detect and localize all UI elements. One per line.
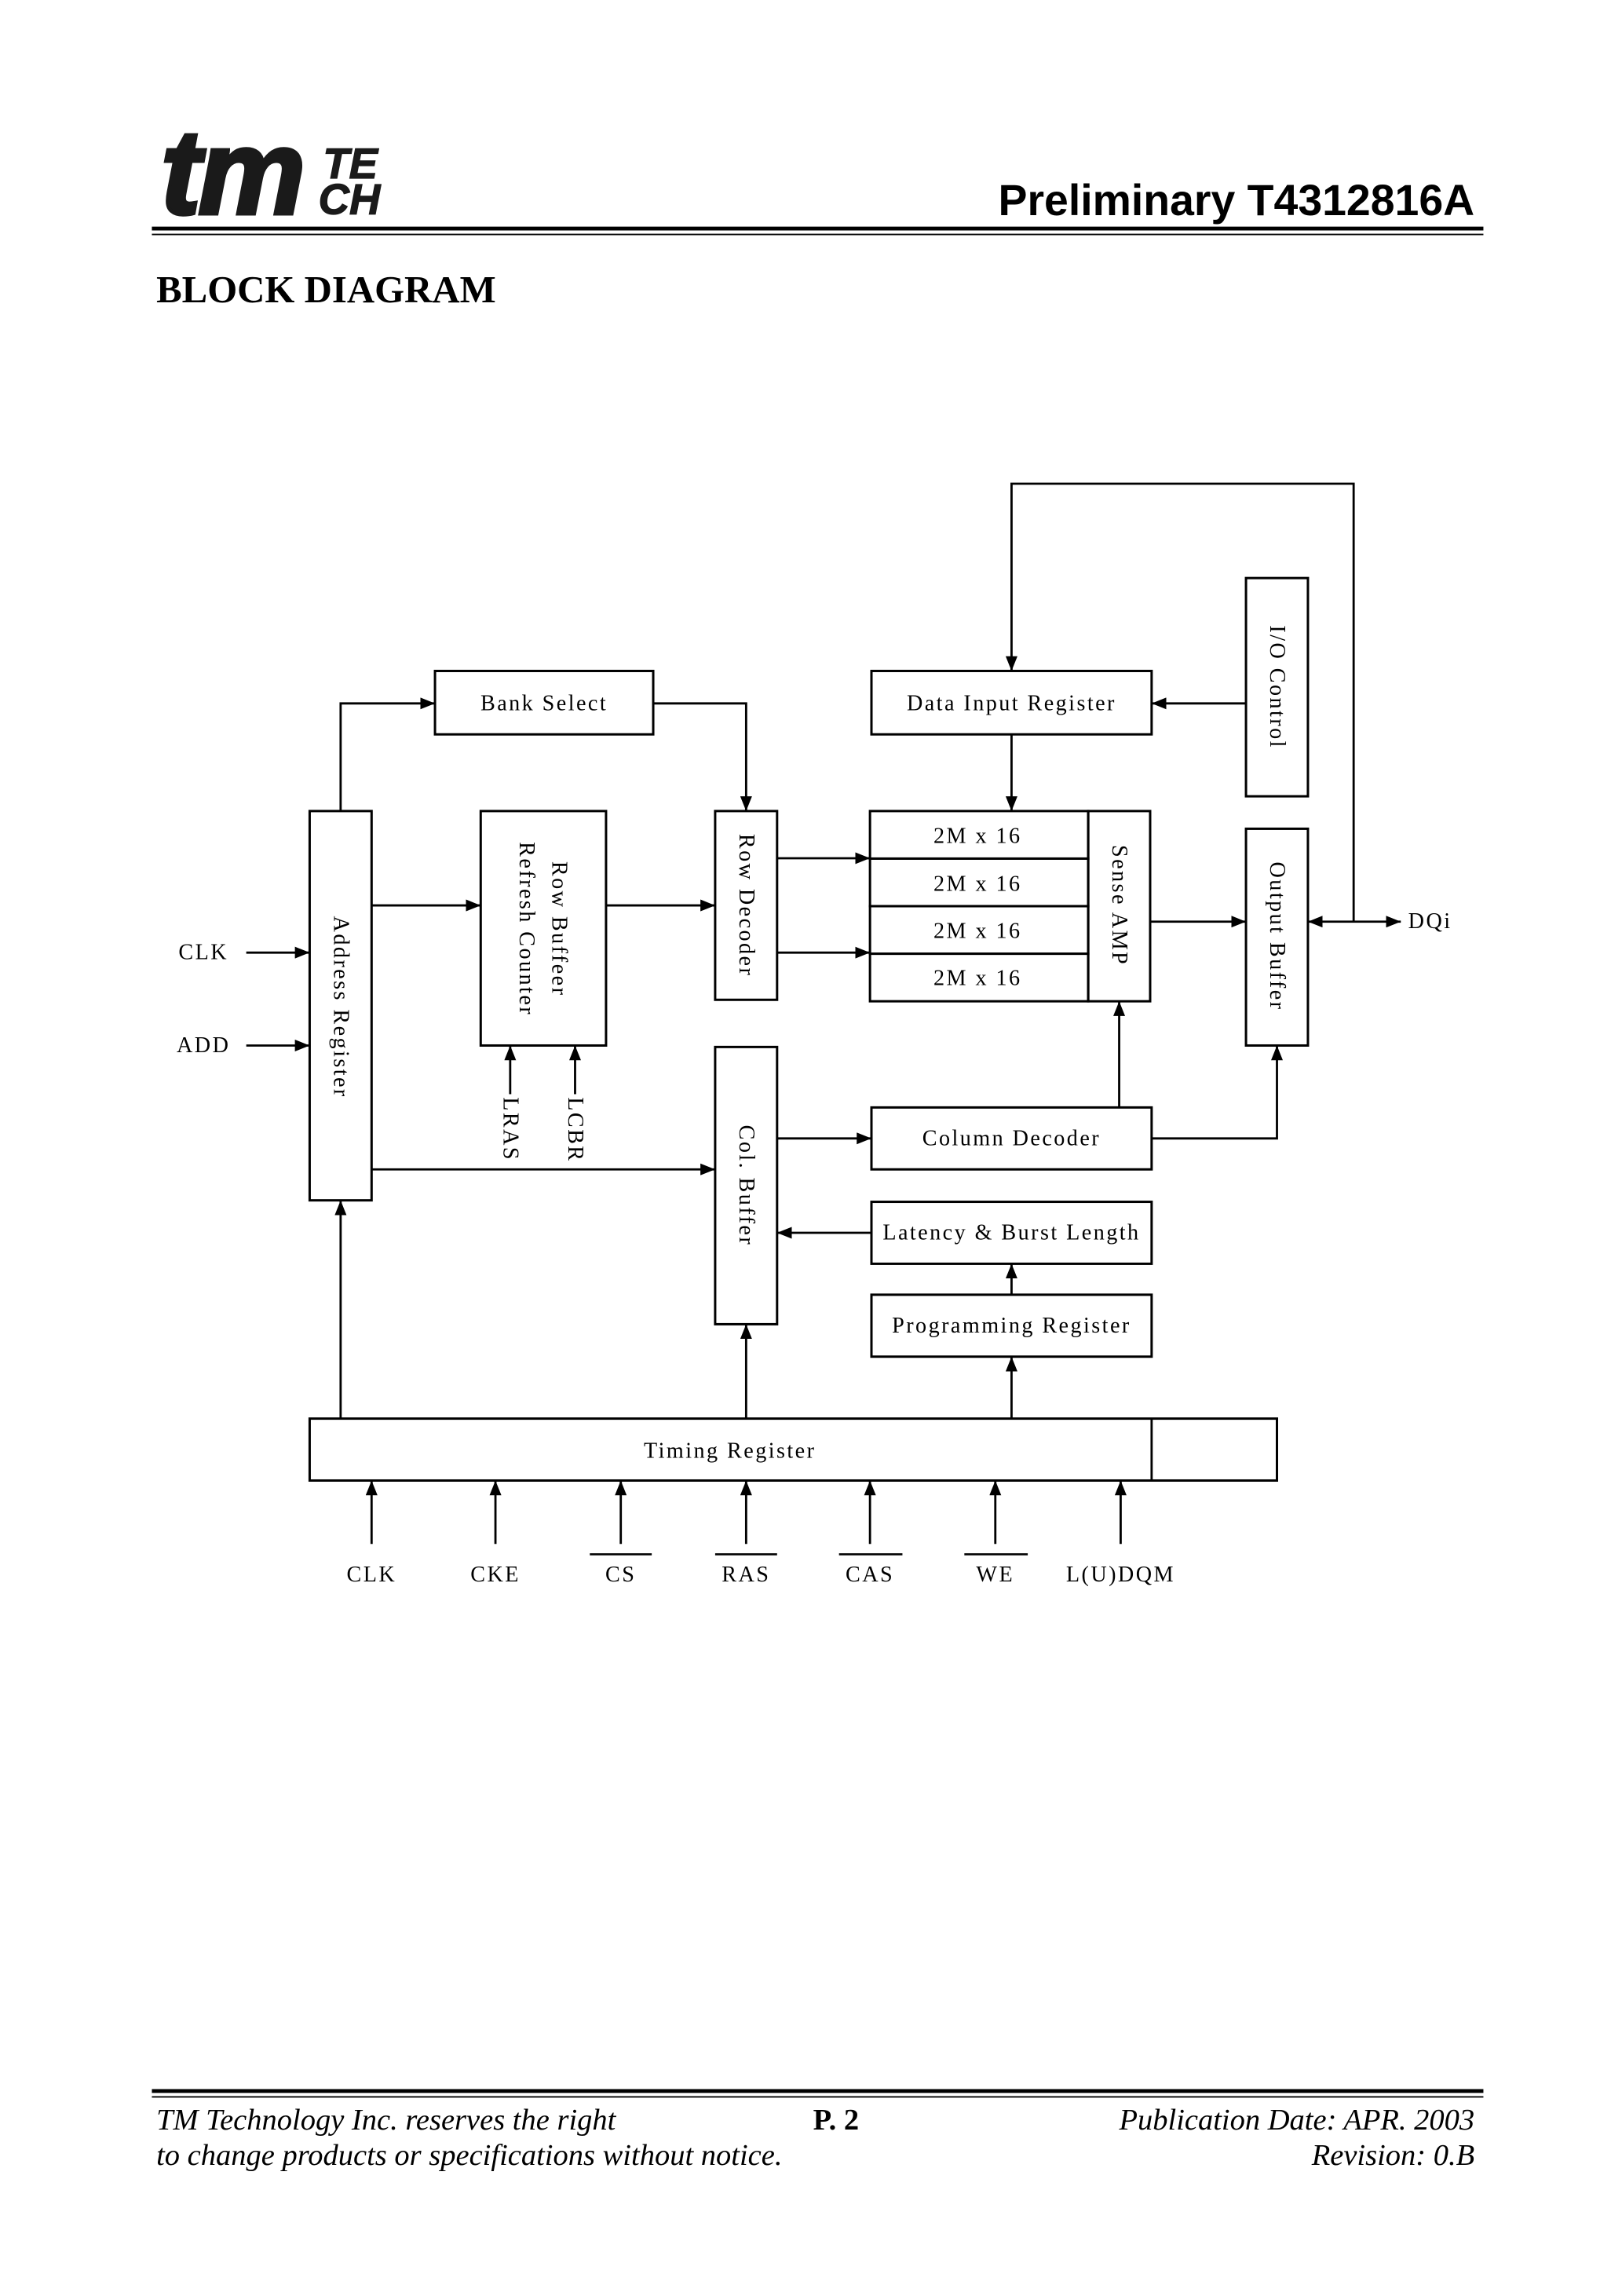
column-decoder-block: Column Decoder <box>870 1106 1153 1171</box>
company-logo: tm TE CH <box>159 103 382 241</box>
row-buffer-box <box>479 810 608 1047</box>
footer-revision: Revision: 0.B <box>1311 2139 1474 2172</box>
memory-array: 2M x 16 2M x 16 2M x 16 2M x 16 <box>868 810 1090 1003</box>
column-decoder-label: Column Decoder <box>922 1126 1101 1150</box>
programming-register-label: Programming Register <box>892 1314 1131 1338</box>
bank-select-to-row-decoder-arrow <box>653 702 752 811</box>
control-input-label-we: WE <box>976 1563 1014 1587</box>
timing-register-label: Timing Register <box>644 1439 816 1463</box>
lras-input-label: LRAS <box>498 1097 522 1161</box>
control-inputs: CLK CKE CS RAS CAS WE L(U)DQM <box>346 1480 1174 1587</box>
page-footer: TM Technology Inc. reserves the right to… <box>152 2089 1484 2172</box>
footer-publication-date: Publication Date: APR. 2003 <box>1118 2104 1474 2137</box>
io-control-block: I/O Control <box>1244 576 1310 798</box>
dq-pin-label: DQi <box>1408 909 1452 934</box>
section-title: BLOCK DIAGRAM <box>156 268 496 311</box>
latency-burst-length-block: Latency & Burst Length <box>870 1201 1153 1265</box>
lcbr-input-label: LCBR <box>563 1097 587 1162</box>
add-input-label: ADD <box>177 1033 230 1058</box>
programming-register-block: Programming Register <box>870 1293 1153 1358</box>
footer-notice-line2: to change products or specifications wit… <box>156 2139 782 2172</box>
timing-register-box <box>308 1417 1279 1482</box>
page-header: tm TE CH Preliminary T4312816A <box>152 103 1484 242</box>
control-input-label-clk: CLK <box>346 1563 396 1587</box>
data-input-register-block: Data Input Register <box>870 669 1153 736</box>
row-decoder-block: Row Decoder <box>714 810 779 1001</box>
output-buffer-label: Output Buffer <box>1265 862 1289 1011</box>
logo-wordmark-te: TE <box>323 140 378 188</box>
col-buffer-block: Col. Buffer <box>714 1045 779 1325</box>
address-to-bank-select-arrow <box>339 697 436 811</box>
column-decoder-to-output-buffer-arrow <box>1151 1045 1284 1140</box>
sense-amp-label: Sense AMP <box>1107 845 1131 966</box>
io-control-box <box>1244 576 1310 798</box>
col-buffer-label: Col. Buffer <box>734 1125 758 1247</box>
address-register-block: Address Register <box>308 810 373 1202</box>
row-decoder-label: Row Decoder <box>734 834 758 977</box>
sense-amp-block: Sense AMP <box>1087 810 1152 1003</box>
control-input-label-cs: CS <box>605 1563 636 1587</box>
document-title: Preliminary T4312816A <box>999 176 1475 225</box>
footer-notice-line1: TM Technology Inc. reserves the right <box>156 2104 617 2137</box>
address-register-label: Address Register <box>328 916 353 1099</box>
row-buffer-block: Row Buffeer Refresh Counter <box>479 810 608 1047</box>
memory-bank-label: 2M x 16 <box>933 872 1022 896</box>
io-control-label: I/O Control <box>1265 625 1289 748</box>
footer-page-number: P. 2 <box>813 2104 859 2137</box>
bank-select-label: Bank Select <box>480 691 608 715</box>
output-buffer-block: Output Buffer <box>1244 827 1310 1047</box>
row-buffer-label-line2: Refresh Counter <box>514 842 539 1016</box>
control-input-label-ludqm: L(U)DQM <box>1066 1563 1175 1587</box>
logo-wordmark-tm: tm <box>161 104 303 239</box>
memory-bank-label: 2M x 16 <box>933 824 1022 848</box>
memory-bank-label: 2M x 16 <box>933 967 1022 991</box>
timing-register-block: Timing Register <box>308 1417 1279 1482</box>
row-decoder-box <box>714 810 779 1001</box>
row-buffer-label-line1: Row Buffeer <box>546 861 571 997</box>
latency-burst-length-label: Latency & Burst Length <box>882 1220 1140 1245</box>
control-input-label-ras: RAS <box>721 1563 770 1587</box>
bank-select-block: Bank Select <box>433 669 655 736</box>
memory-bank-label: 2M x 16 <box>933 919 1022 943</box>
data-input-register-label: Data Input Register <box>907 691 1116 715</box>
block-diagram: I/O Control Data Input Register Bank Sel… <box>177 482 1452 1587</box>
clk-input-label: CLK <box>178 941 228 965</box>
dq-feedback-wire <box>1005 482 1355 922</box>
control-input-label-cas: CAS <box>846 1563 894 1587</box>
control-input-label-cke: CKE <box>470 1563 521 1587</box>
logo-wordmark-ch: CH <box>319 175 382 223</box>
